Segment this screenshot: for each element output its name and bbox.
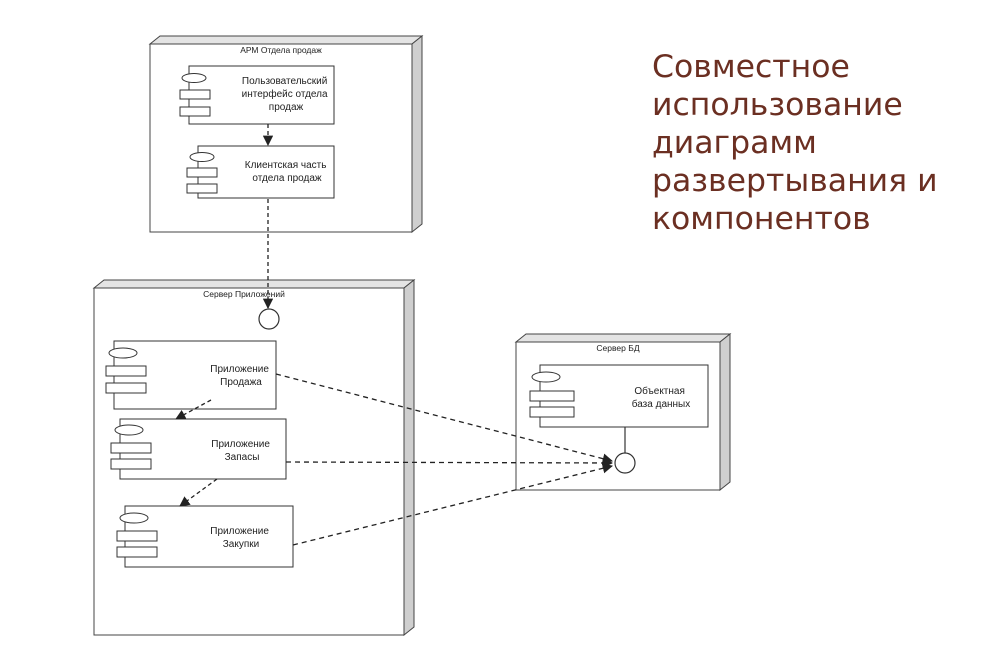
node-app-server: Сервер Приложений Приложение Продажа При…	[92, 278, 416, 637]
component-ellipse	[531, 371, 561, 383]
node-app-side	[403, 278, 415, 637]
node-db-server: Сервер БД Объектная база данных	[514, 332, 732, 492]
dependency-arrow	[275, 373, 614, 464]
component-db: Объектная база данных	[529, 364, 709, 428]
component-port	[110, 458, 152, 470]
component-purchases: Приложение Закупки	[116, 505, 294, 568]
svg-text:Приложение Закупки: Приложение Закупки	[210, 526, 271, 550]
title-line: развертывания и	[652, 163, 938, 199]
node-arm-top	[148, 35, 424, 45]
component-label: Приложение	[210, 364, 269, 375]
interface-circle	[614, 452, 636, 474]
node-arm: АРМ Отдела продаж Пользовательский интер…	[148, 34, 424, 234]
node-title: Сервер БД	[596, 343, 639, 353]
title-line: использование	[652, 87, 903, 123]
interface-circle	[258, 308, 280, 330]
component-box	[197, 145, 335, 199]
component-port	[105, 365, 147, 377]
component-ui: Пользовательский интерфейс отдела продаж	[179, 65, 335, 125]
component-ellipse	[189, 152, 215, 162]
component-port	[186, 183, 218, 194]
component-port	[116, 546, 158, 558]
component-label: Приложение	[211, 439, 270, 450]
component-label: продаж	[269, 102, 304, 113]
svg-text:Клиентская часть отдел: Клиентская часть отдела продаж	[245, 160, 330, 184]
component-label: интерфейс отдела	[242, 88, 328, 100]
component-label: отдела продаж	[252, 173, 322, 184]
node-db-top	[514, 333, 732, 343]
component-label: Объектная	[634, 385, 685, 397]
dependency-arrow	[292, 463, 614, 546]
component-port	[529, 390, 575, 402]
node-title: Сервер Приложений	[203, 289, 285, 299]
component-client: Клиентская часть отдела продаж	[186, 145, 335, 199]
dependency-arrow	[285, 457, 614, 469]
component-port	[529, 406, 575, 418]
component-label: Пользовательский	[242, 76, 327, 87]
component-port	[116, 530, 158, 542]
component-ellipse	[108, 347, 138, 359]
component-port	[105, 382, 147, 394]
component-label: Продажа	[220, 377, 262, 388]
component-label: база данных	[632, 398, 691, 410]
component-port	[110, 442, 152, 454]
title-line: Совместное	[652, 49, 850, 85]
component-stock: Приложение Запасы	[110, 418, 287, 480]
component-port	[186, 167, 218, 178]
svg-text:Пользовательский интер: Пользовательский интерфейс отдела продаж	[242, 76, 331, 113]
title-line: диаграмм	[652, 125, 817, 161]
component-port	[179, 106, 211, 117]
component-box	[188, 65, 335, 125]
svg-text:Приложение Продажа: Приложение Продажа	[210, 364, 271, 388]
component-label: Клиентская часть	[245, 160, 327, 171]
svg-text:Приложение Запасы: Приложение Запасы	[211, 439, 272, 463]
title-line: компонентов	[652, 201, 871, 237]
slide-title: Совместное использование диаграмм развер…	[652, 48, 997, 238]
component-ellipse	[119, 512, 149, 524]
dependency-arrow	[179, 478, 218, 507]
component-label: Запасы	[225, 452, 260, 463]
svg-text:Объектная база данных: Объектная база данных	[632, 385, 691, 410]
node-app-top	[92, 279, 416, 289]
component-ellipse	[181, 73, 207, 83]
node-title: АРМ Отдела продаж	[240, 45, 322, 55]
node-arm-side	[411, 34, 423, 234]
component-port	[179, 89, 211, 100]
component-ellipse	[114, 424, 144, 436]
node-db-side	[719, 332, 731, 492]
component-sales: Приложение Продажа	[105, 340, 277, 410]
component-label: Закупки	[223, 539, 259, 550]
component-label: Приложение	[210, 526, 269, 537]
